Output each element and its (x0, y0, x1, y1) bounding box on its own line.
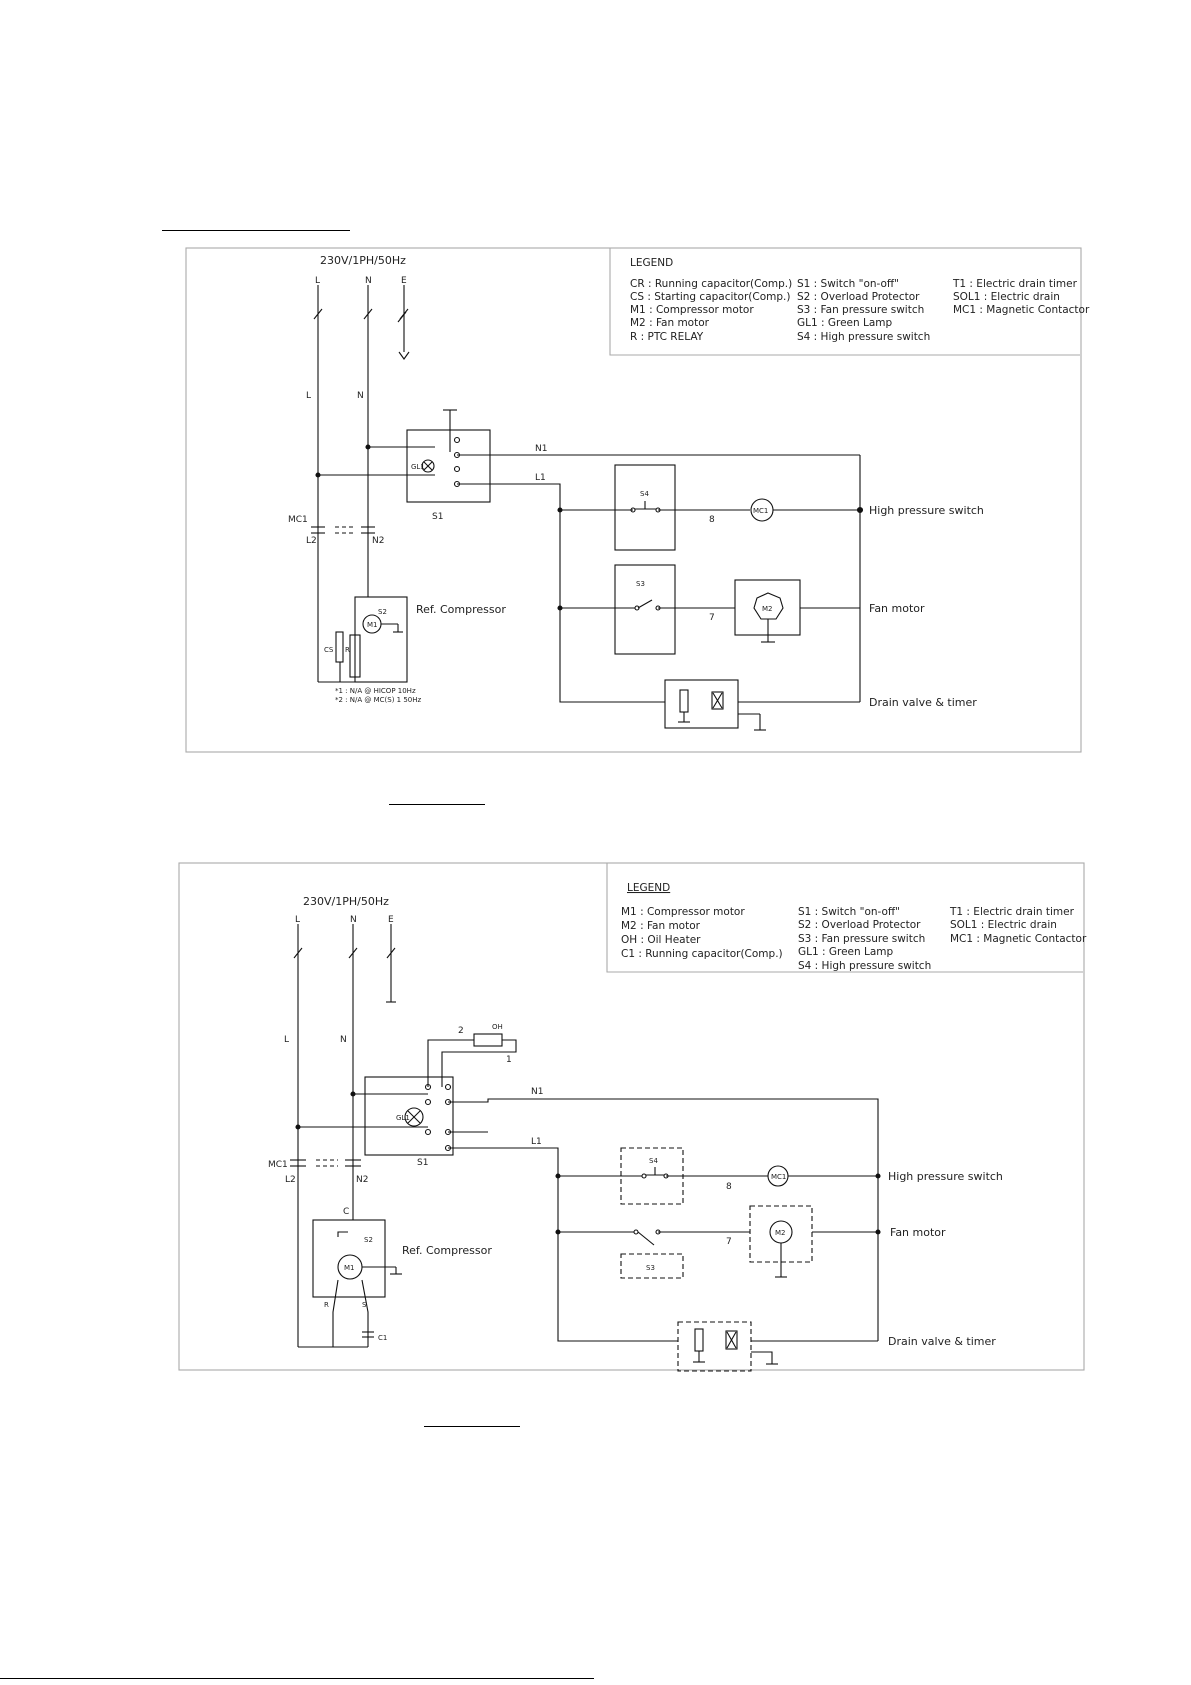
svg-text:N2: N2 (356, 1175, 368, 1185)
svg-text:GL1: GL1 (411, 463, 425, 471)
svg-text:GL1 : Green Lamp: GL1 : Green Lamp (797, 317, 893, 329)
svg-text:GL1 : Green Lamp: GL1 : Green Lamp (798, 946, 894, 958)
svg-text:L2: L2 (306, 536, 317, 546)
svg-text:L: L (295, 915, 300, 925)
caption-compressor-2: Ref. Compressor (402, 1244, 492, 1257)
svg-text:S4: S4 (640, 490, 649, 498)
svg-text:T1 : Electric drain timer: T1 : Electric drain timer (949, 906, 1075, 918)
svg-text:M1 : Compressor motor: M1 : Compressor motor (621, 906, 745, 918)
svg-text:S3: S3 (636, 580, 645, 588)
svg-text:S3 : Fan pressure switch: S3 : Fan pressure switch (797, 304, 924, 316)
svg-text:S3 : Fan pressure switch: S3 : Fan pressure switch (798, 933, 925, 945)
caption-underline-1 (389, 804, 485, 805)
svg-text:S2: S2 (378, 608, 387, 616)
wiring-diagram-2: 230V/1PH/50Hz L N E L N MC1 L2 N2 S1 GL1… (178, 862, 1087, 1372)
svg-text:R: R (345, 646, 350, 654)
caption-drain: Drain valve & timer (869, 696, 977, 709)
svg-text:MC1 : Magnetic Contactor: MC1 : Magnetic Contactor (953, 304, 1090, 316)
svg-text:S4: S4 (649, 1157, 658, 1165)
supply-label-2: 230V/1PH/50Hz (303, 895, 389, 908)
svg-text:R : PTC RELAY: R : PTC RELAY (630, 331, 704, 343)
svg-text:2: 2 (458, 1026, 464, 1036)
caption-high-pressure-2: High pressure switch (888, 1170, 1003, 1183)
svg-text:MC1: MC1 (771, 1173, 786, 1181)
wiring-diagram-1: 230V/1PH/50Hz L N E L N MC1 L2 N2 S1 GL1… (185, 247, 1090, 753)
svg-text:S2: S2 (364, 1236, 373, 1244)
caption-fan-motor: Fan motor (869, 602, 925, 615)
caption-drain-2: Drain valve & timer (888, 1335, 996, 1348)
svg-text:E: E (401, 276, 407, 286)
svg-text:L1: L1 (535, 473, 546, 483)
svg-text:L1: L1 (531, 1137, 542, 1147)
section-heading-underline (162, 230, 350, 231)
svg-text:MC1: MC1 (268, 1160, 288, 1170)
svg-text:C1 : Running capacitor(Comp.): C1 : Running capacitor(Comp.) (621, 948, 783, 960)
svg-text:S1: S1 (432, 512, 443, 522)
svg-text:S3: S3 (646, 1264, 655, 1272)
legend-2: LEGEND M1 : Compressor motor M2 : Fan mo… (621, 882, 1087, 972)
svg-text:R: R (324, 1301, 329, 1309)
svg-text:L: L (315, 276, 320, 286)
svg-text:L: L (306, 391, 311, 401)
svg-text:C1: C1 (378, 1334, 387, 1342)
svg-text:CS : Starting capacitor(Comp.): CS : Starting capacitor(Comp.) (630, 291, 790, 303)
svg-text:T1 : Electric drain timer: T1 : Electric drain timer (952, 278, 1078, 290)
legend-1: LEGEND CR : Running capacitor(Comp.) CS … (630, 257, 1090, 343)
svg-text:1: 1 (506, 1055, 512, 1065)
svg-text:MC1 : Magnetic Contactor: MC1 : Magnetic Contactor (950, 933, 1087, 945)
svg-text:M2: M2 (775, 1229, 786, 1237)
svg-text:N1: N1 (531, 1087, 543, 1097)
svg-text:MC1: MC1 (288, 515, 308, 525)
svg-text:OH : Oil Heater: OH : Oil Heater (621, 934, 701, 946)
svg-text:N: N (340, 1035, 347, 1045)
svg-text:CS: CS (324, 646, 334, 654)
svg-text:8: 8 (726, 1182, 732, 1192)
svg-text:N1: N1 (535, 444, 547, 454)
svg-text:S1: S1 (417, 1158, 428, 1168)
svg-text:SOL1 : Electric drain: SOL1 : Electric drain (950, 919, 1057, 931)
svg-text:L2: L2 (285, 1175, 296, 1185)
svg-text:S4 : High pressure switch: S4 : High pressure switch (798, 960, 931, 972)
svg-text:M1: M1 (367, 621, 378, 629)
svg-text:S4 : High pressure switch: S4 : High pressure switch (797, 331, 930, 343)
svg-text:*1 : N/A @ HICOP 10Hz: *1 : N/A @ HICOP 10Hz (335, 687, 416, 695)
svg-text:M1: M1 (344, 1264, 355, 1272)
svg-text:CR : Running capacitor(Comp.): CR : Running capacitor(Comp.) (630, 278, 792, 290)
svg-text:S2 : Overload Protector: S2 : Overload Protector (798, 919, 921, 931)
caption-fan-motor-2: Fan motor (890, 1226, 946, 1239)
caption-compressor: Ref. Compressor (416, 603, 506, 616)
svg-text:E: E (388, 915, 394, 925)
svg-text:S: S (362, 1301, 367, 1309)
svg-text:LEGEND: LEGEND (630, 257, 673, 269)
svg-text:LEGEND: LEGEND (627, 882, 670, 894)
svg-text:S2 : Overload Protector: S2 : Overload Protector (797, 291, 920, 303)
svg-text:M2 : Fan motor: M2 : Fan motor (621, 920, 701, 932)
caption-high-pressure: High pressure switch (869, 504, 984, 517)
svg-text:M1 : Compressor motor: M1 : Compressor motor (630, 304, 754, 316)
svg-text:N2: N2 (372, 536, 384, 546)
svg-text:N: N (357, 391, 364, 401)
svg-text:*2 : N/A @ MC(S) 1 50Hz: *2 : N/A @ MC(S) 1 50Hz (335, 696, 422, 704)
svg-text:M2 : Fan motor: M2 : Fan motor (630, 317, 710, 329)
svg-text:7: 7 (726, 1237, 732, 1247)
svg-text:GL1: GL1 (396, 1114, 410, 1122)
svg-text:8: 8 (709, 515, 715, 525)
supply-label: 230V/1PH/50Hz (320, 254, 406, 267)
svg-text:S1 : Switch "on-off": S1 : Switch "on-off" (797, 278, 899, 290)
svg-text:7: 7 (709, 613, 715, 623)
svg-text:S1 : Switch "on-off": S1 : Switch "on-off" (798, 906, 900, 918)
footer-rule (0, 1678, 594, 1679)
svg-text:N: N (350, 915, 357, 925)
svg-text:C: C (343, 1207, 349, 1217)
caption-underline-2 (424, 1426, 520, 1427)
svg-text:MC1: MC1 (753, 507, 768, 515)
svg-text:SOL1 : Electric drain: SOL1 : Electric drain (953, 291, 1060, 303)
svg-text:M2: M2 (762, 605, 773, 613)
svg-text:OH: OH (492, 1023, 503, 1031)
svg-text:N: N (365, 276, 372, 286)
svg-text:L: L (284, 1035, 289, 1045)
